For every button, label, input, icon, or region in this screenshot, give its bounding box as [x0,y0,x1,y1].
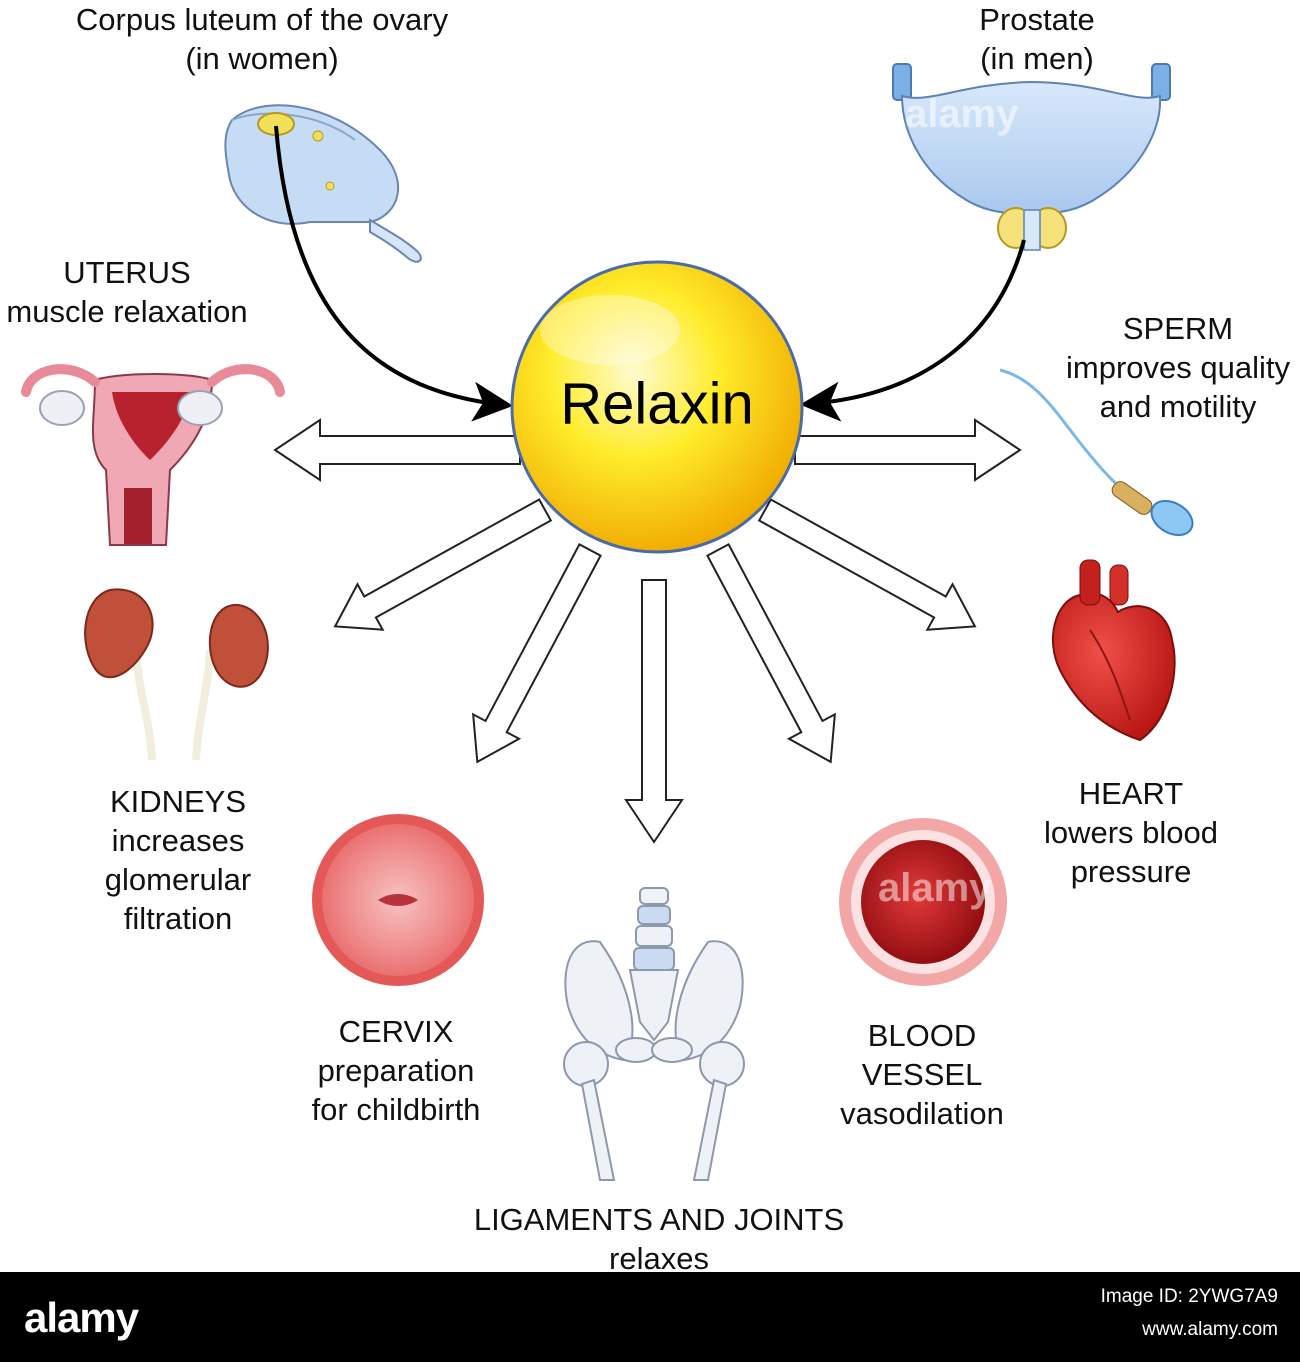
diagram-canvas: alamy alamy Relaxin Corpus luteum of the… [6,0,1290,1276]
vessel-label-line1: BLOOD [867,1018,977,1053]
sperm-label-line3: and motility [1099,389,1257,424]
heart-label: HEART lowers blood pressure [1044,774,1218,891]
prostate-illustration [892,63,1171,251]
kidneys-label-line3: glomerular [104,862,252,897]
prostate-label-line2: (in men) [980,41,1094,76]
sperm-label-line1: SPERM [1122,311,1234,346]
watermark-text: alamy [878,866,992,910]
prostate-label-line1: Prostate [979,2,1095,37]
diagram-artwork [21,63,1194,1181]
kidneys-label-line2: increases [111,823,245,858]
kidneys-illustration [84,588,269,761]
ovary-to-relaxin-arrow [274,125,513,422]
sperm-illustration [999,368,1194,537]
ovary-illustration [224,104,422,263]
relaxin-sphere [510,260,804,554]
uterus-illustration [21,364,285,546]
kidneys-label-line1: KIDNEYS [109,784,247,819]
footer-image-id: Image ID: 2YWG7A9 [1100,1286,1278,1307]
outgoing-arrows [273,418,1022,844]
cervix-label-line1: CERVIX [338,1014,454,1049]
prostate-label: Prostate (in men) [979,0,1094,78]
vessel-label-line2: VESSEL [861,1057,983,1092]
prostate-to-relaxin-arrow [800,239,1026,422]
ovary-label-line2: (in women) [185,41,339,76]
ovary-label: Corpus luteum of the ovary (in women) [76,0,448,78]
footer-url: www.alamy.com [1142,1319,1278,1340]
sperm-label-line2: improves quality [1066,350,1290,385]
sperm-label: SPERM improves quality and motility [1066,309,1290,426]
cervix-label-line3: for childbirth [311,1092,481,1127]
ligaments-label: LIGAMENTS AND JOINTS relaxes [474,1200,844,1278]
pelvis-illustration [563,887,745,1181]
kidneys-label-line4: filtration [123,901,233,936]
kidneys-label: KIDNEYS increases glomerular filtration [105,782,251,938]
footer-logo: alamy [24,1294,139,1341]
cervix-label: CERVIX preparation for childbirth [312,1012,481,1129]
heart-label-line2: lowers blood [1043,815,1219,850]
ovary-label-line1: Corpus luteum of the ovary [75,2,449,37]
stock-footer: alamy Image ID: 2YWG7A9 www.alamy.com [0,1272,1300,1362]
vessel-label: BLOOD VESSEL vasodilation [840,1016,1004,1133]
uterus-label-line2: muscle relaxation [6,294,248,329]
blood-vessel-illustration [839,818,1007,986]
uterus-label-line1: UTERUS [63,255,191,290]
cervix-illustration [312,814,484,986]
uterus-label: UTERUS muscle relaxation [6,253,247,331]
relaxin-label: Relaxin [560,371,754,437]
heart-label-line3: pressure [1070,854,1192,889]
watermark-text: alamy [905,92,1019,136]
heart-label-line1: HEART [1078,776,1184,811]
ligaments-label-line1: LIGAMENTS AND JOINTS [473,1202,845,1237]
ligaments-label-line2: relaxes [609,1241,709,1276]
heart-illustration [1052,559,1176,742]
cervix-label-line2: preparation [317,1053,475,1088]
vessel-label-line3: vasodilation [840,1096,1004,1131]
